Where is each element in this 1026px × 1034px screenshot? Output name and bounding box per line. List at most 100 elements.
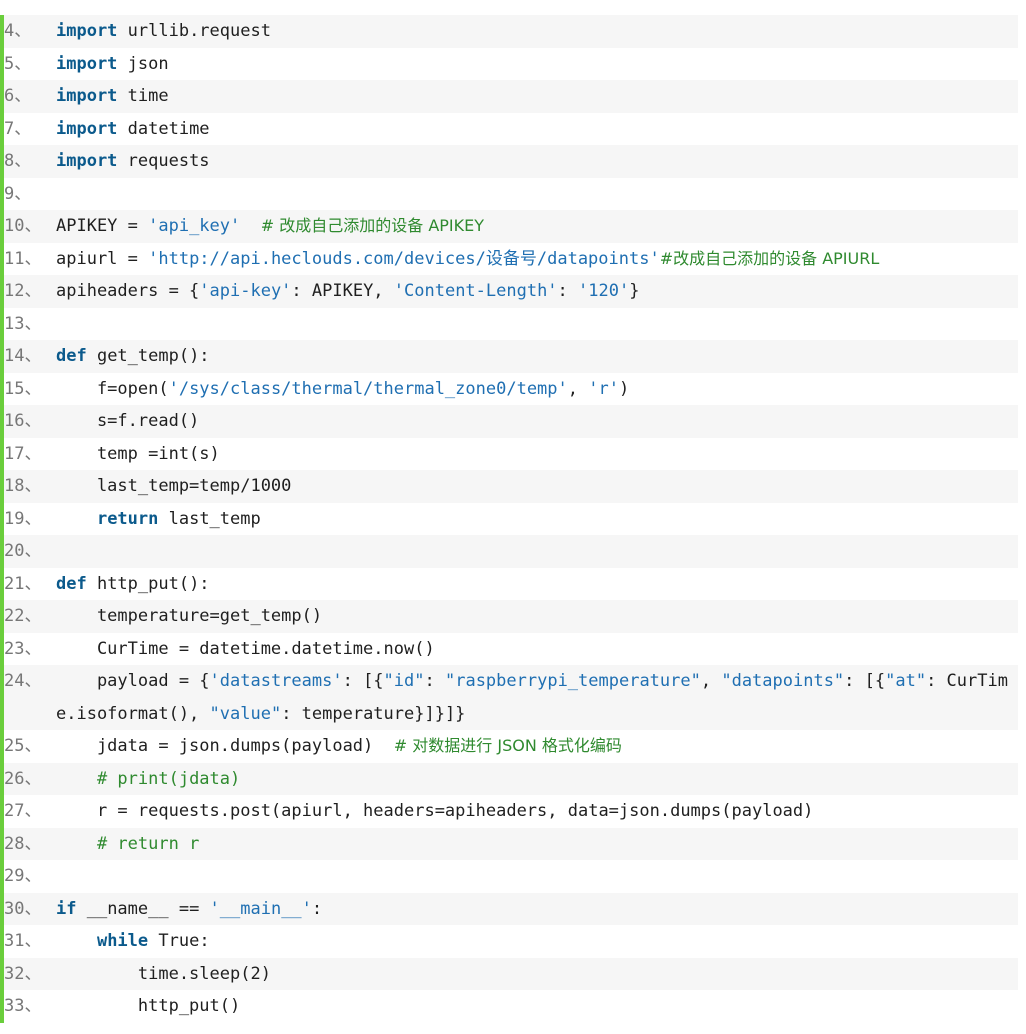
code-text [56,178,1018,211]
code-line: e.isoformat(), "value": temperature}]}]} [4,697,1018,731]
code-line: 6、import time [4,80,1018,113]
code-line: 22、 temperature=get_temp() [4,600,1018,633]
code-text: jdata = json.dumps(payload) # 对数据进行 JSON… [56,730,1018,763]
code-text: apiurl = 'http://api.heclouds.com/device… [56,243,1018,276]
line-number: 20、 [4,541,42,561]
code-line: 17、 temp =int(s) [4,437,1018,471]
line-number: 31、 [4,931,42,951]
code-line: 10、APIKEY = 'api_key' # 改成自己添加的设备 APIKEY [4,210,1018,243]
code-token [56,769,97,789]
line-number: 29、 [4,866,42,886]
code-line: 8、import requests [4,145,1018,178]
code-text: CurTime = datetime.datetime.now() [56,633,1018,666]
code-token: __name__ == [76,898,210,919]
code-line: 16、 s=f.read() [4,405,1018,438]
code-token: : APIKEY, [291,281,394,301]
code-line: 12、apiheaders = {'api-key': APIKEY, 'Con… [4,275,1018,308]
line-number: 24、 [4,671,42,691]
keyword-token: import [56,21,118,41]
code-token: CurTime = datetime.datetime.now() [56,638,435,659]
code-token: datetime [117,118,210,139]
code-token: get_temp(): [86,346,210,366]
code-token: apiheaders = { [56,281,200,301]
code-token: payload = { [56,671,210,691]
code-text: import json [56,48,1018,81]
code-token: : temperature}]}]} [281,703,466,724]
code-text: s=f.read() [56,405,1018,438]
code-line: 30、if __name__ == '__main__': [4,892,1018,925]
code-token: : [{ [342,671,384,691]
code-token: : [311,898,323,919]
line-number: 18、 [4,476,42,496]
code-token: True: [148,931,210,951]
line-number: 33、 [4,996,42,1016]
code-token: r = requests.post(apiurl, headers=apihea… [56,801,814,821]
code-token: requests [117,151,210,171]
code-line: 23、 CurTime = datetime.datetime.now() [4,632,1018,666]
comment-token: # print(jdata) [96,768,241,789]
code-token: temperature=get_temp() [56,606,323,626]
code-line: 13、 [4,307,1018,341]
line-number: 17、 [4,443,42,464]
code-line: 25、 jdata = json.dumps(payload) # 对数据进行 … [4,730,1018,763]
code-token: : [557,281,579,301]
code-text: r = requests.post(apiurl, headers=apihea… [56,795,1018,828]
line-number: 7、 [4,118,32,139]
line-number: 4、 [4,21,32,41]
code-token: http_put(): [86,573,210,594]
code-line: 9、 [4,177,1018,211]
code-text: def get_temp(): [56,340,1018,373]
comment-token: #改成自己添加的设备 APIURL [659,248,880,268]
code-line: 19、 return last_temp [4,502,1018,536]
code-text: import datetime [56,113,1018,146]
code-text: import urllib.request [56,15,1018,48]
code-line: 18、 last_temp=temp/1000 [4,470,1018,503]
code-token: APIKEY = [56,216,149,236]
code-token: s=f.read() [56,411,200,431]
line-number: 23、 [4,638,42,659]
code-token: e.isoformat(), [56,703,210,724]
string-token: '120' [578,281,630,301]
line-number: 28、 [4,833,42,854]
line-number: 13、 [4,313,42,334]
keyword-token: def [56,346,87,366]
code-token: urllib.request [117,21,271,41]
code-token: f=open( [56,378,169,399]
code-line: 15、 f=open('/sys/class/thermal/thermal_z… [4,372,1018,406]
line-number: 26、 [4,768,42,789]
string-token: 'r' [588,378,619,399]
line-number: 30、 [4,898,42,919]
code-token: : [{ [844,671,886,691]
code-text: return last_temp [56,503,1018,536]
code-token [240,216,260,236]
line-number: 16、 [4,411,42,431]
string-token: "raspberrypi_temperature" [444,671,701,691]
code-text: # print(jdata) [56,763,1018,796]
code-token: : [424,671,445,691]
code-token: } [629,281,640,301]
code-line: 5、 import json [4,47,1018,81]
keyword-token: import [56,151,118,171]
string-token: 'Content-Length' [393,281,558,301]
code-line: 24、 payload = {'datastreams': [{"id": "r… [4,665,1018,698]
code-line: 7、 import datetime [4,112,1018,146]
code-line: 26、 # print(jdata) [4,762,1018,796]
code-text [56,308,1018,341]
line-number: 21、 [4,573,42,594]
code-text: # return r [56,828,1018,861]
line-number: 12、 [4,281,42,301]
line-number: 5、 [4,53,32,74]
code-token: last_temp [158,508,261,529]
comment-token: # 对数据进行 JSON 格式化编码 [393,736,622,755]
code-text: e.isoformat(), "value": temperature}]}]} [56,698,1018,731]
code-text [56,860,1018,893]
code-text: temp =int(s) [56,438,1018,471]
code-text: temperature=get_temp() [56,600,1018,633]
code-token: apiurl = [56,248,149,269]
line-number: 25、 [4,736,42,756]
code-text: f=open('/sys/class/thermal/thermal_zone0… [56,373,1018,406]
code-token: json [117,53,169,74]
code-line: 4、 import urllib.request [4,15,1018,48]
code-token [56,509,97,529]
